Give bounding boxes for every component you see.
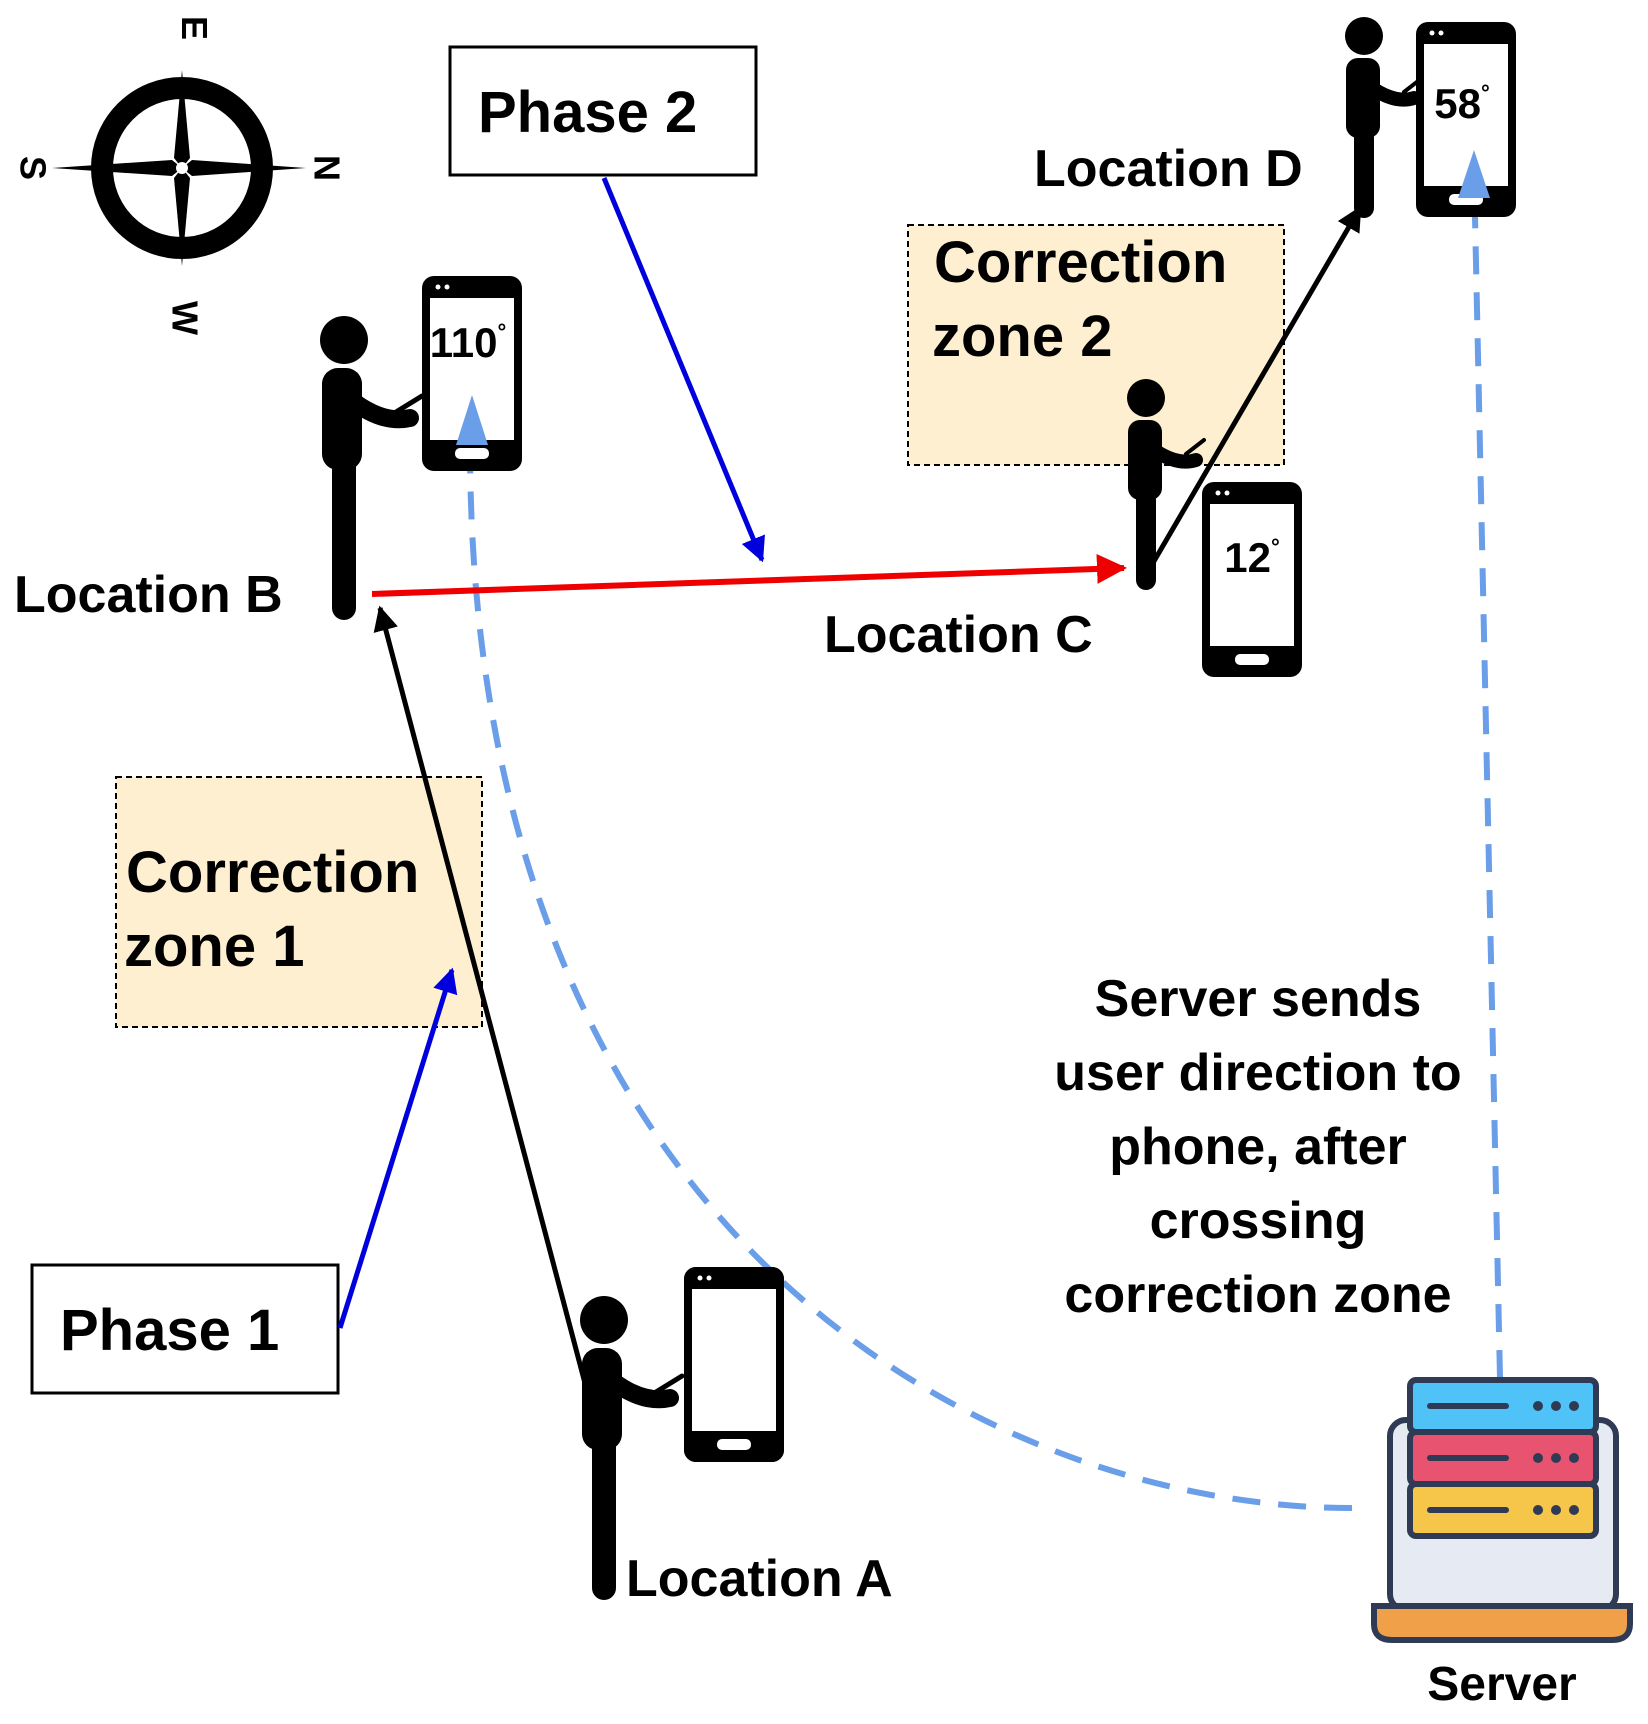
signal-path-to-phone-b — [454, 437, 1353, 1511]
phone-location-c: 12° — [1202, 482, 1302, 677]
person-location-b-icon — [320, 316, 422, 620]
note-line-3: phone, after — [1109, 1118, 1407, 1176]
correction-zone-1: Correction zone 1 — [115, 776, 483, 1028]
note-line-4: crossing — [1150, 1192, 1367, 1250]
correction-zone-2: Correction zone 2 — [907, 224, 1285, 466]
server-label: Server — [1427, 1658, 1576, 1711]
path-b-to-c-arrow — [371, 553, 1127, 597]
phone-location-a — [684, 1267, 784, 1462]
location-b-label: Location B — [14, 566, 283, 624]
phone-d-heading: 58° — [1434, 80, 1490, 127]
zone-2-line-2: zone 2 — [932, 304, 1113, 369]
compass-west-label: W — [164, 301, 205, 335]
phone-b-direction-arrow-icon — [456, 395, 488, 445]
note-line-5: correction zone — [1064, 1266, 1451, 1324]
phone-b-heading: 110° — [430, 319, 507, 366]
phase-2-box: Phase 2 — [448, 45, 758, 177]
compass-south-label: S — [12, 156, 53, 180]
person-location-d-icon — [1345, 17, 1424, 218]
zone-2-line-1: Correction — [934, 230, 1227, 295]
phone-location-d: 58° — [1416, 22, 1516, 217]
server-icon — [1371, 1377, 1633, 1643]
zone-1-line-2: zone 1 — [124, 914, 305, 979]
compass-east-label: E — [174, 16, 215, 40]
phone-c-heading: 12° — [1224, 534, 1280, 581]
phase-1-box: Phase 1 — [30, 1263, 340, 1395]
path-a-to-b-arrow — [373, 605, 603, 1441]
phase-2-label: Phase 2 — [478, 80, 697, 145]
location-a-label: Location A — [626, 1550, 893, 1608]
phase-1-label: Phase 1 — [60, 1298, 279, 1363]
compass-north-label: N — [306, 155, 347, 181]
note-line-2: user direction to — [1054, 1044, 1461, 1102]
phone-d-direction-arrow-icon — [1458, 150, 1490, 198]
note-line-1: Server sends — [1095, 970, 1422, 1028]
phase-2-arrow — [601, 177, 765, 563]
compass-icon: E S N W — [12, 16, 347, 335]
server-note: Server sends user direction to phone, af… — [1054, 970, 1461, 1324]
path-c-to-d-arrow — [1147, 205, 1363, 570]
location-d-label: Location D — [1034, 140, 1303, 198]
zone-1-line-1: Correction — [126, 840, 419, 905]
phase-1-arrow — [337, 967, 458, 1329]
location-c-label: Location C — [824, 606, 1093, 664]
phone-location-b: 110° — [422, 276, 522, 471]
signal-path-to-phone-d — [1471, 169, 1503, 1379]
